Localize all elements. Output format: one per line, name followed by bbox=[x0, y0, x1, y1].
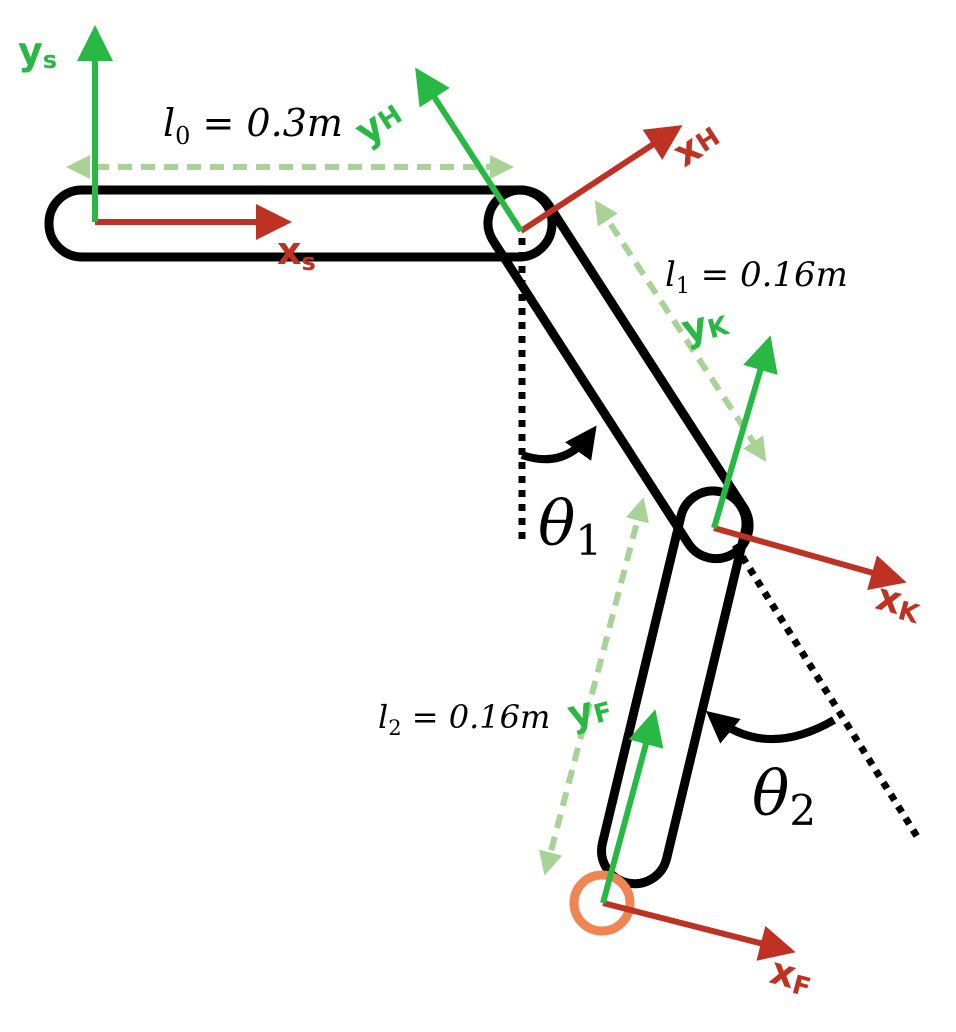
frame-k-x-axis bbox=[713, 525, 907, 590]
base-link bbox=[44, 185, 557, 262]
frame-f-y-label: yF bbox=[563, 683, 615, 737]
theta2-label: θ2 bbox=[752, 757, 816, 835]
theta1-label: θ1 bbox=[538, 487, 602, 565]
shank-link bbox=[597, 486, 751, 889]
l2-dimension-arrow bbox=[538, 497, 650, 876]
l0-length-label: l0 = 0.3m bbox=[163, 101, 343, 150]
l1-dimension-arrow bbox=[594, 199, 767, 463]
frame-f-x-axis bbox=[602, 900, 796, 961]
frame-k-y-label: yK bbox=[677, 297, 733, 351]
frame-h-x-axis bbox=[519, 125, 683, 234]
theta2-angle-arc bbox=[705, 710, 837, 744]
l1-length-label: l1 = 0.16m bbox=[665, 255, 848, 299]
frame-k-x-label: xK bbox=[871, 574, 927, 630]
frame-k-y-axis bbox=[711, 335, 778, 529]
foot-contact-marker bbox=[569, 870, 635, 936]
l2-length-label: l2 = 0.16m bbox=[378, 698, 550, 740]
theta1-angle-arc bbox=[520, 425, 597, 464]
frame-f-x-label: xF bbox=[765, 948, 818, 1003]
frame-h-y-label: yH bbox=[347, 91, 410, 153]
frame-s-x-label: xs bbox=[277, 229, 316, 276]
frame-f-y-axis bbox=[600, 709, 664, 904]
shank-reference-line bbox=[732, 543, 921, 840]
frame-h-y-axis bbox=[415, 67, 524, 233]
frame-h-x-label: xH bbox=[665, 113, 728, 175]
frame-s-y-label: ys bbox=[18, 29, 57, 74]
